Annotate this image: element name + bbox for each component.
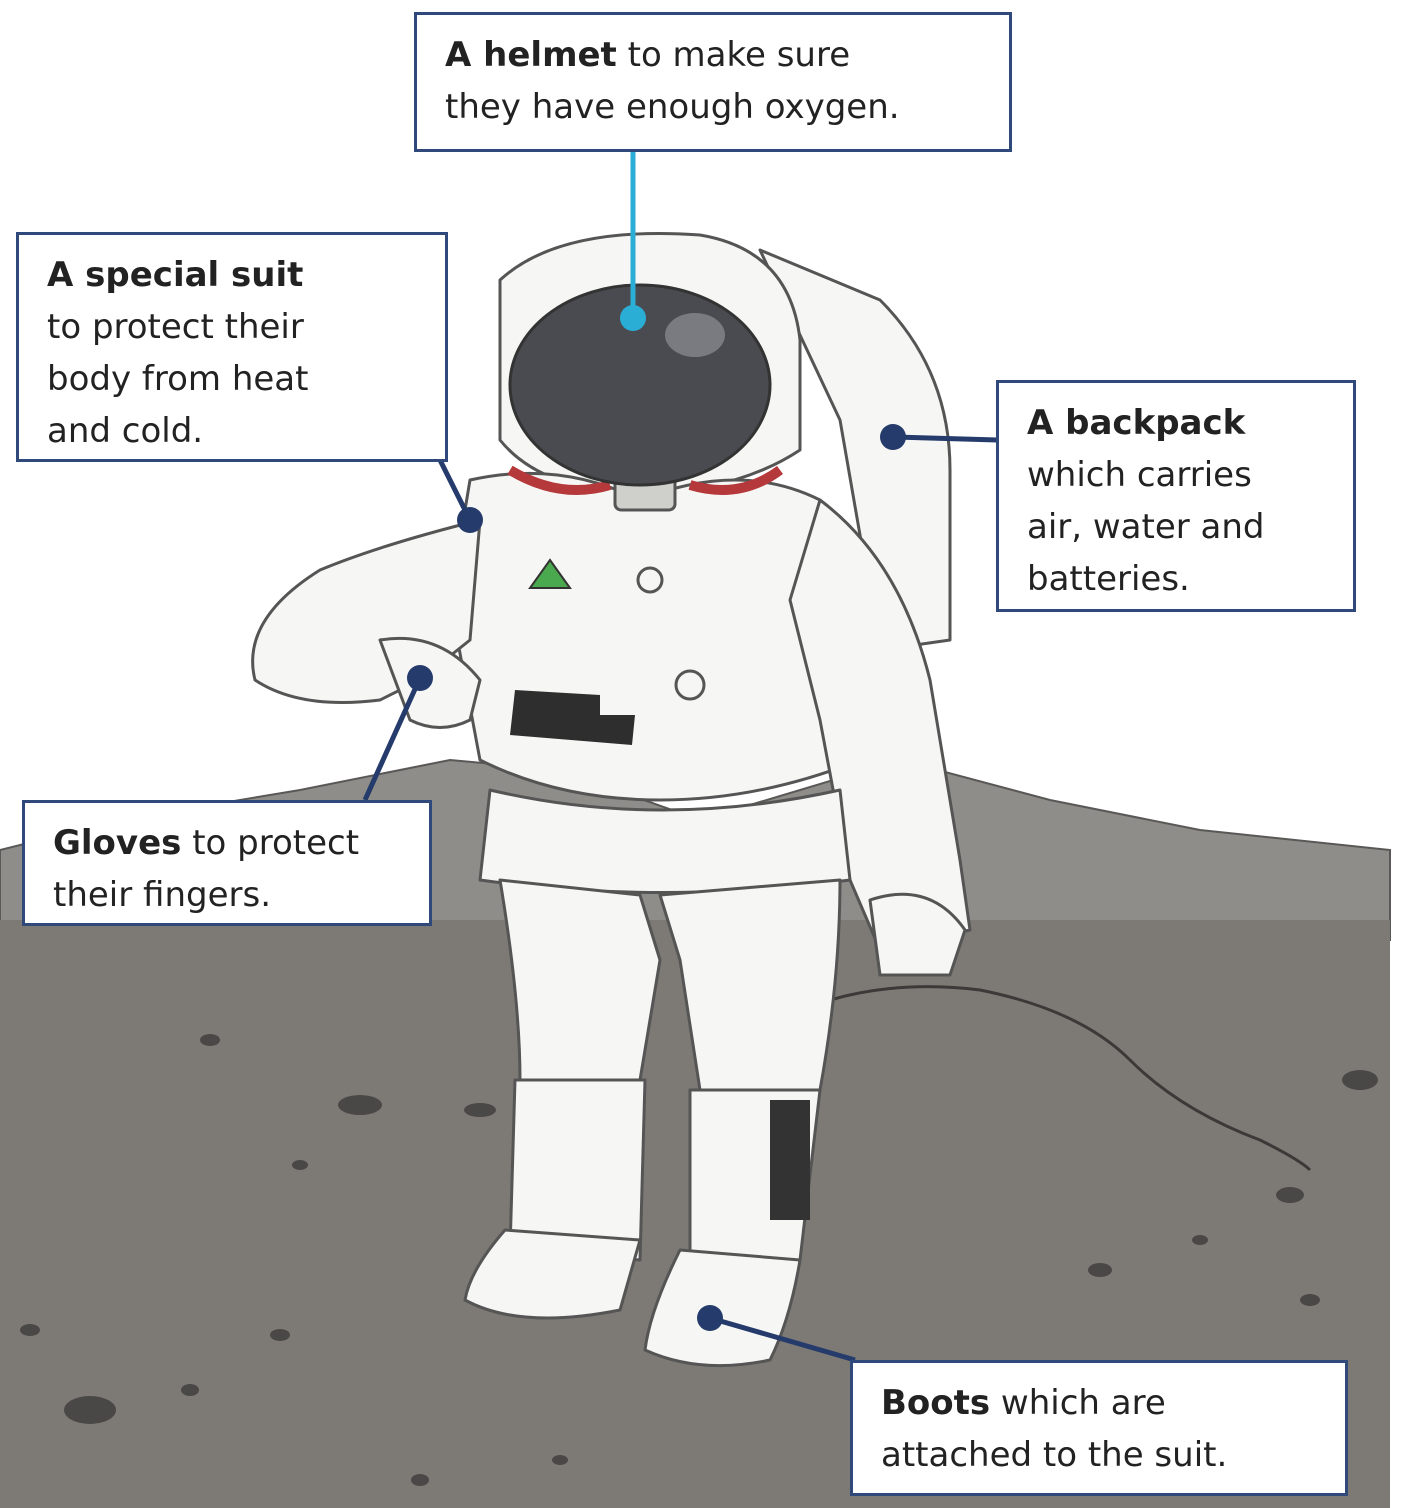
helmet-label-line2: they have enough oxygen. [445, 81, 989, 133]
helmet-label-rest: to make sure [617, 35, 850, 75]
gloves-label: Gloves to protect their fingers. [22, 800, 432, 926]
chest-button [638, 568, 662, 592]
gloves-label-line2: their fingers. [53, 869, 409, 921]
suit-label-bold: A special suit [47, 255, 303, 295]
left-leg [500, 880, 660, 1080]
backpack-leader [895, 437, 997, 440]
boots-label-bold: Boots [881, 1383, 990, 1423]
helmet-label: A helmet to make sure they have enough o… [414, 12, 1012, 152]
helmet-label-bold: A helmet [445, 35, 617, 75]
suit-label-line3: body from heat [47, 353, 425, 405]
suit-label: A special suit to protect their body fro… [16, 232, 448, 462]
suit-label-line4: and cold. [47, 405, 425, 457]
shin-stripe [770, 1100, 810, 1220]
suit-dot [457, 507, 483, 533]
boots-label-line2: attached to the suit. [881, 1429, 1325, 1481]
waist [480, 790, 850, 893]
boots-label: Boots which are attached to the suit. [850, 1360, 1348, 1496]
backpack-label-line4: batteries. [1027, 553, 1333, 605]
backpack-label-bold: A backpack [1027, 403, 1245, 443]
backpack-label: A backpack which carries air, water and … [996, 380, 1356, 612]
gloves-dot [407, 665, 433, 691]
backpack-label-line2: which carries [1027, 449, 1333, 501]
gloves-label-rest: to protect [181, 823, 359, 863]
visor-reflection [665, 313, 725, 357]
helmet-dot [620, 305, 646, 331]
backpack-label-line3: air, water and [1027, 501, 1333, 553]
suit-label-line2: to protect their [47, 301, 425, 353]
chest-knob [676, 671, 704, 699]
backpack-dot [880, 424, 906, 450]
boots-label-rest: which are [990, 1383, 1166, 1423]
gloves-label-bold: Gloves [53, 823, 181, 863]
boots-dot [697, 1305, 723, 1331]
